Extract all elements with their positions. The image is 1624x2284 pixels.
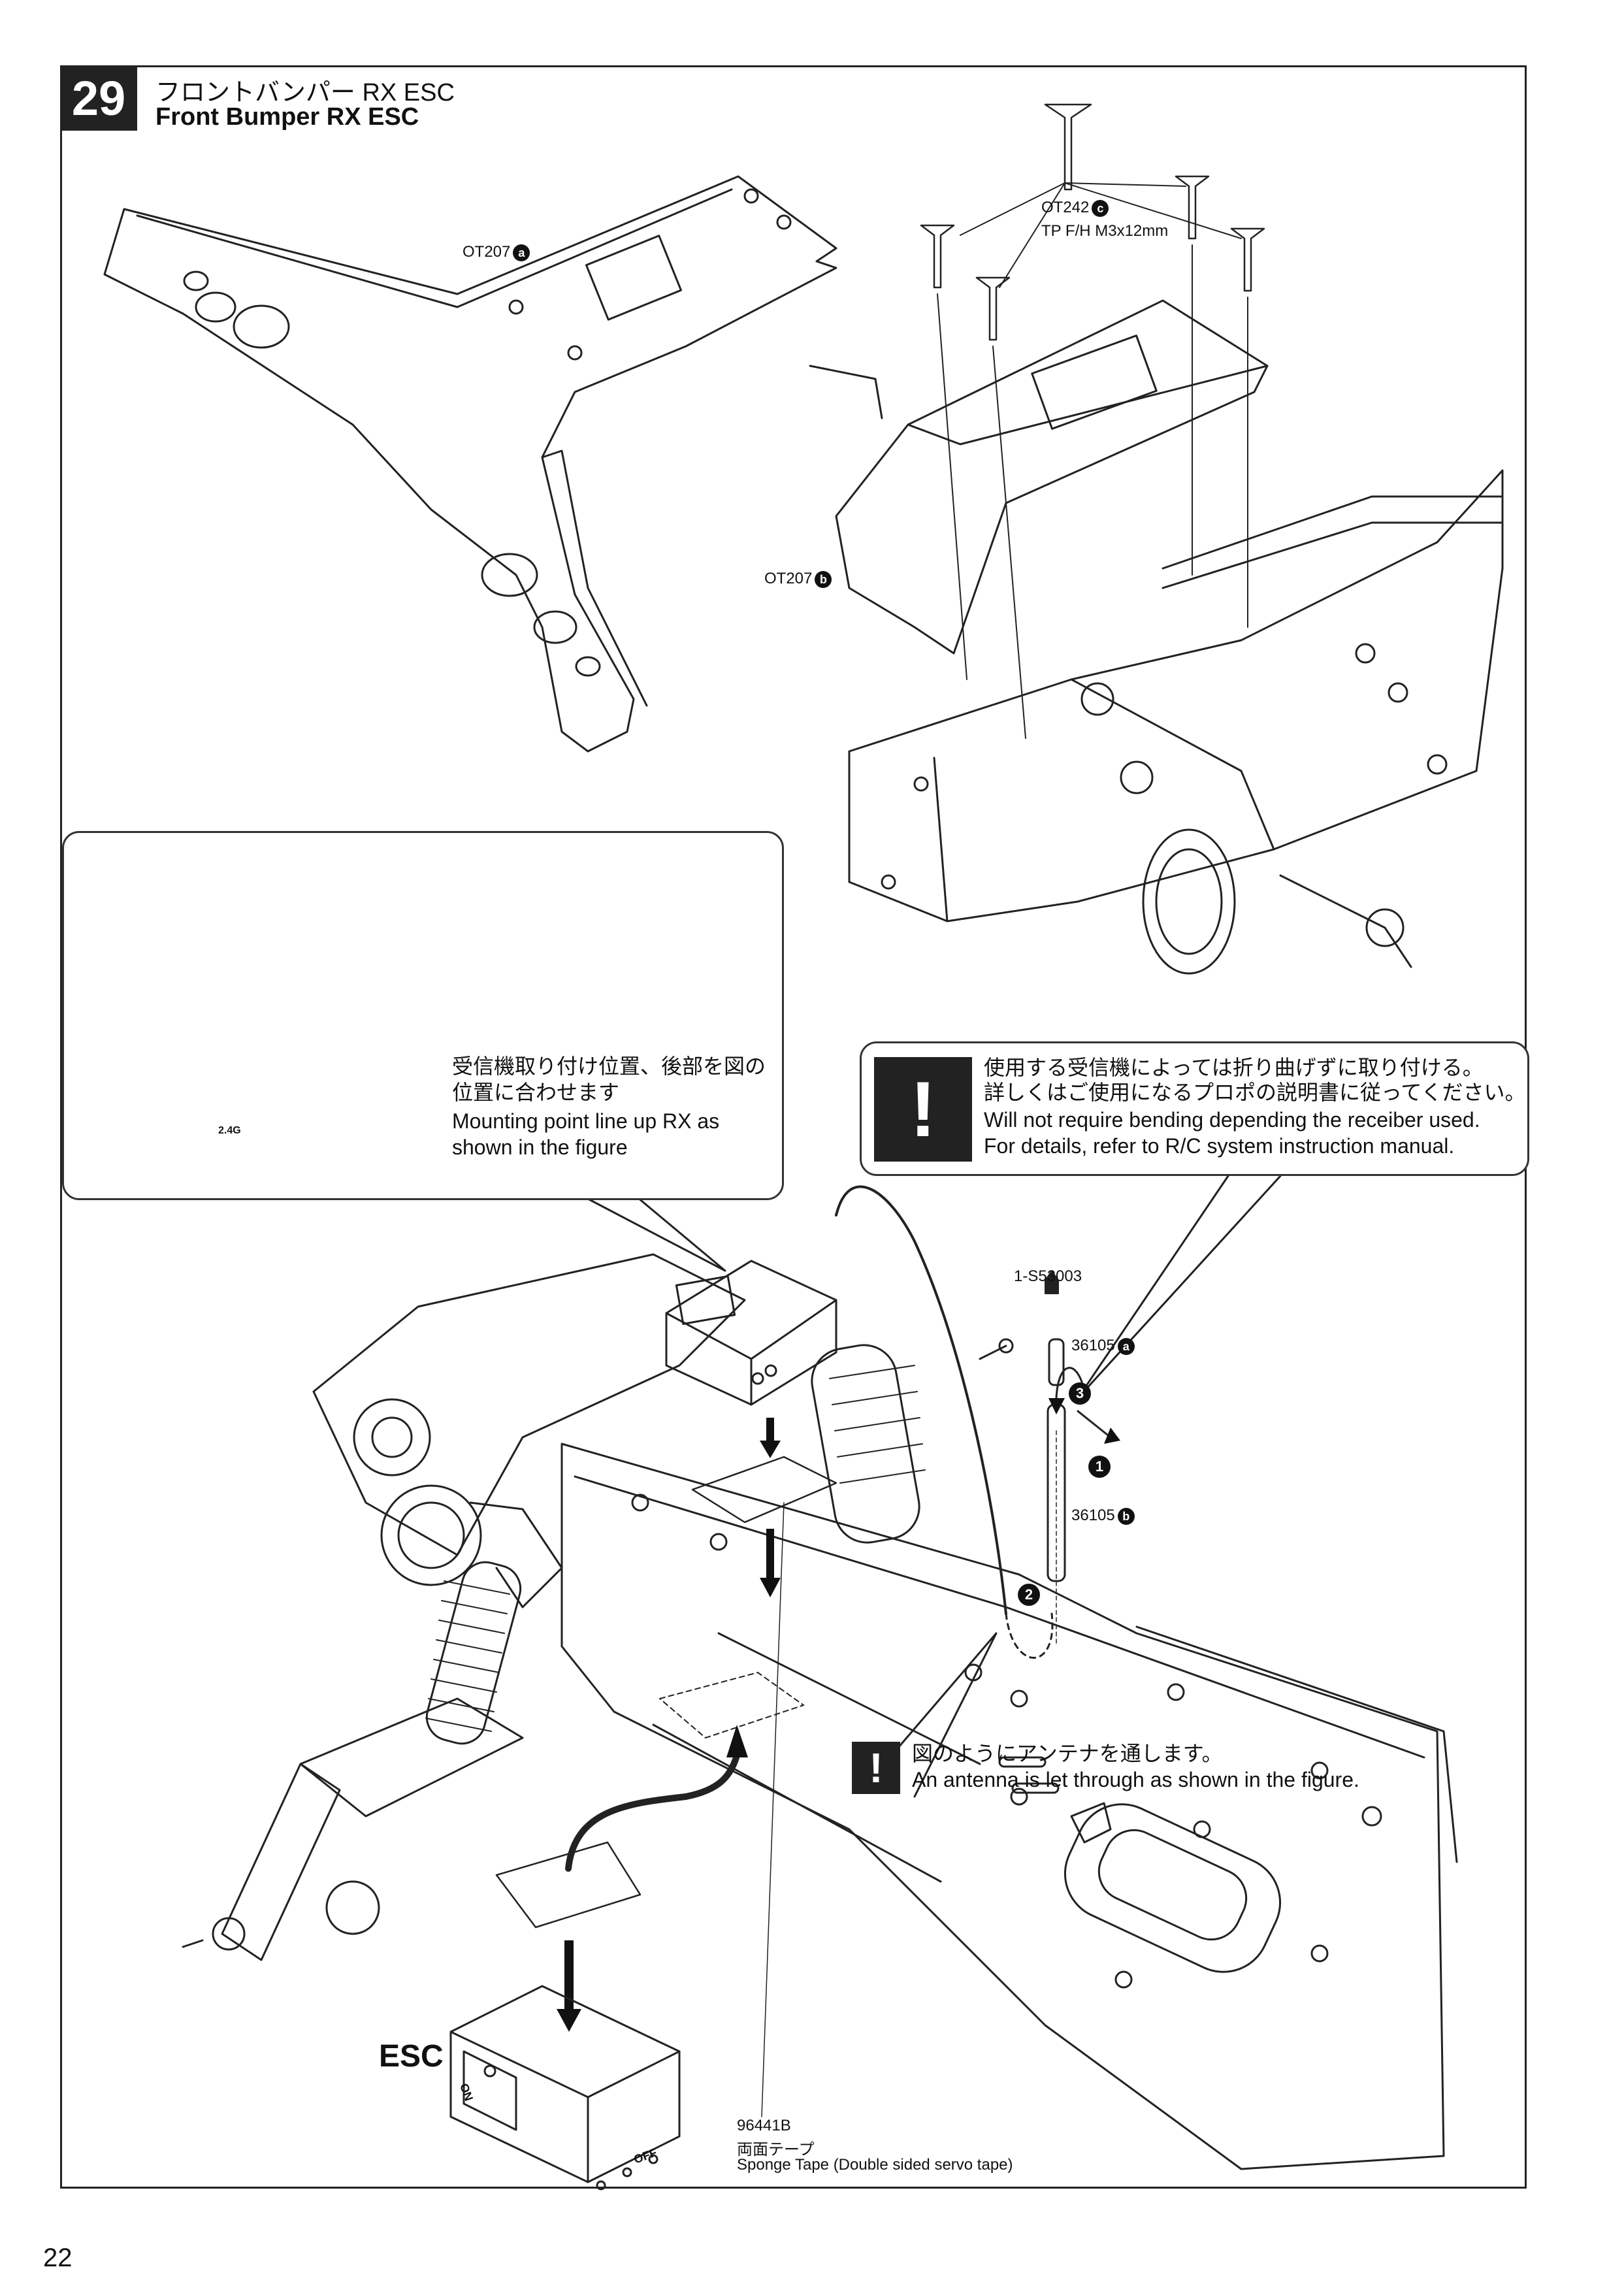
- step-circle-2: 2: [1018, 1584, 1040, 1606]
- warning-icon: !: [874, 1057, 972, 1162]
- page-number: 22: [43, 2243, 73, 2272]
- antenna-route-note-jp: 図のようにアンテナを通します。: [912, 1742, 1223, 1765]
- step-circle-3: 3: [1069, 1382, 1091, 1405]
- step-title-en: Front Bumper RX ESC: [155, 103, 419, 131]
- step-number-badge: 29: [60, 65, 137, 131]
- antenna-route-note-en: An antenna is let through as shown in th…: [912, 1768, 1359, 1791]
- receiver-note-jp-1: 受信機取り付け位置、後部を図の: [452, 1054, 766, 1078]
- main-chassis-assembly: [182, 1185, 1458, 2191]
- front-chassis-assembly: [809, 299, 1504, 975]
- part-desc-screw: TP F/H M3x12mm: [1041, 222, 1169, 240]
- antenna-warning-en-2: For details, refer to R/C system instruc…: [984, 1134, 1455, 1158]
- step-title-jp: フロントバンパー RX ESC: [155, 79, 455, 106]
- esc-label: ESC: [379, 2039, 444, 2074]
- part-mark-a: a: [513, 244, 530, 261]
- part-code-tube-b: 36105: [1071, 1507, 1115, 1524]
- tape-code-label: 96441B: [737, 2117, 791, 2134]
- bumper-part-a: [103, 175, 837, 753]
- part-code-bumper-b: OT207: [764, 570, 813, 587]
- rx-band-label: 2.4G: [218, 1125, 241, 1136]
- receiver-note-jp-2: 位置に合わせます: [452, 1081, 620, 1104]
- part-mark-tube-b: b: [1117, 1507, 1135, 1525]
- receiver-note-en-1: Mounting point line up RX as: [452, 1109, 720, 1133]
- callout-pointers: [587, 1175, 1282, 1798]
- part-code-screw: OT242: [1041, 199, 1090, 216]
- antenna-warning-en-1: Will not require bending depending the r…: [984, 1108, 1480, 1132]
- antenna-warning-jp-2: 詳しくはご使用になるプロポの説明書に従ってください。: [984, 1081, 1526, 1104]
- part-mark-tube-a: a: [1117, 1337, 1135, 1355]
- warning-icon: !: [852, 1742, 900, 1794]
- step-circle-1: 1: [1088, 1456, 1111, 1478]
- antenna-warning-jp-1: 使用する受信機によっては折り曲げずに取り付ける。: [984, 1056, 1484, 1079]
- receiver-note-en-2: shown in the figure: [452, 1135, 628, 1159]
- tape-en-label: Sponge Tape (Double sided servo tape): [737, 2156, 1013, 2174]
- tape-jp-label: 両面テープ: [737, 2141, 815, 2159]
- part-mark-b: b: [815, 570, 832, 588]
- part-code-bumper-a: OT207: [463, 243, 511, 261]
- part-code-tube-a: 36105: [1071, 1337, 1115, 1354]
- screws: [920, 103, 1265, 739]
- receiver-mounting-callout: [62, 831, 784, 1200]
- part-label-cap: 1-S53003: [1014, 1267, 1082, 1285]
- part-mark-c: c: [1092, 199, 1109, 217]
